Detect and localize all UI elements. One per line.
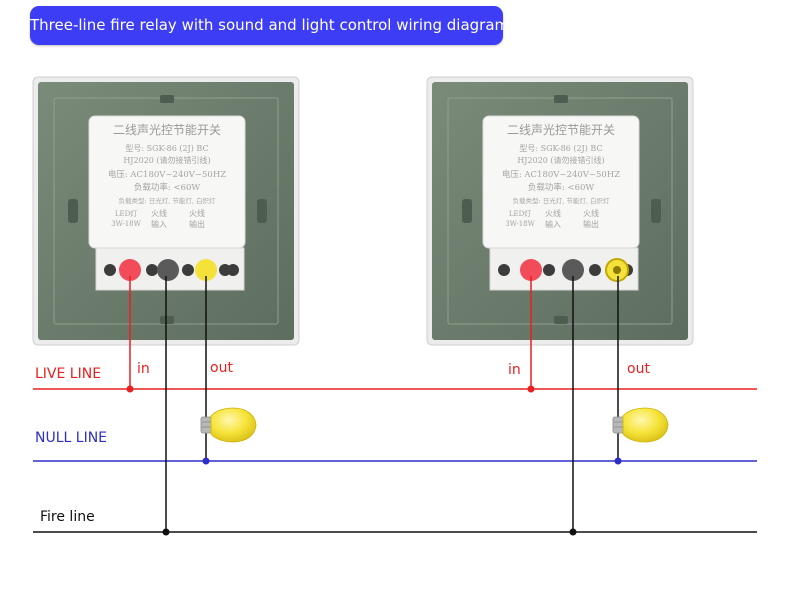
svg-text:3W-18W: 3W-18W xyxy=(505,220,535,228)
mount-clip xyxy=(651,199,661,223)
mount-clip xyxy=(462,199,472,223)
module-voltage: 电压: AC180V~240V~50HZ xyxy=(502,169,620,180)
module-model: 型号: SGK-86 (2J) BC xyxy=(519,144,602,153)
junction-dot xyxy=(126,385,134,393)
svg-text:3W-18W: 3W-18W xyxy=(111,220,141,228)
module-load-type: 负载类型: 日光灯, 节能灯, 白炽灯 xyxy=(512,196,610,205)
svg-text:火线: 火线 xyxy=(151,208,167,218)
junction-dot xyxy=(162,528,170,536)
module-code: HJ2020 (请勿接错引线) xyxy=(123,155,210,165)
module-load-type: 负载类型: 日光灯, 节能灯, 白炽灯 xyxy=(118,196,216,205)
out-label-right: out xyxy=(627,361,650,377)
terminal-red xyxy=(119,259,141,281)
svg-text:LED灯: LED灯 xyxy=(115,209,137,218)
light-bulb-icon xyxy=(612,407,669,443)
svg-text:输出: 输出 xyxy=(583,219,599,229)
svg-text:火线: 火线 xyxy=(545,208,561,218)
junction-dot xyxy=(202,457,210,465)
out-label-left: out xyxy=(210,360,233,376)
fire-line-label: Fire line xyxy=(40,509,95,525)
module-code: HJ2020 (请勿接错引线) xyxy=(517,155,604,165)
in-label-left: in xyxy=(137,361,150,377)
null-line-label: NULL LINE xyxy=(35,430,107,446)
junction-dot xyxy=(614,457,622,465)
junction-dot xyxy=(569,528,577,536)
diagram-title: Three-line fire relay with sound and lig… xyxy=(30,6,509,45)
junction-dot xyxy=(527,385,535,393)
mount-clip xyxy=(68,199,78,223)
svg-text:输入: 输入 xyxy=(151,219,167,229)
svg-text:输出: 输出 xyxy=(189,219,205,229)
module-model: 型号: SGK-86 (2J) BC xyxy=(125,144,208,153)
in-label-right: in xyxy=(508,362,521,378)
svg-text:LED灯: LED灯 xyxy=(509,209,531,218)
switch-unit-left: 二线声光控节能开关 型号: SGK-86 (2J) BC HJ2020 (请勿接… xyxy=(32,76,300,346)
mount-clip xyxy=(257,199,267,223)
module-power: 负载功率: <60W xyxy=(528,182,595,193)
terminal-yellow xyxy=(195,259,217,281)
svg-text:输入: 输入 xyxy=(545,219,561,229)
module-heading: 二线声光控节能开关 xyxy=(113,123,221,137)
terminal-gray xyxy=(157,259,179,281)
live-line-label: LIVE LINE xyxy=(35,366,101,382)
module-power: 负载功率: <60W xyxy=(134,182,201,193)
svg-text:火线: 火线 xyxy=(583,208,599,218)
terminal-gray xyxy=(562,259,584,281)
light-bulb-icon xyxy=(200,407,257,443)
svg-text:火线: 火线 xyxy=(189,208,205,218)
terminal-red xyxy=(520,259,542,281)
module-voltage: 电压: AC180V~240V~50HZ xyxy=(108,169,226,180)
switch-unit-right: 二线声光控节能开关 型号: SGK-86 (2J) BC HJ2020 (请勿接… xyxy=(426,76,694,346)
module-heading: 二线声光控节能开关 xyxy=(507,123,615,137)
